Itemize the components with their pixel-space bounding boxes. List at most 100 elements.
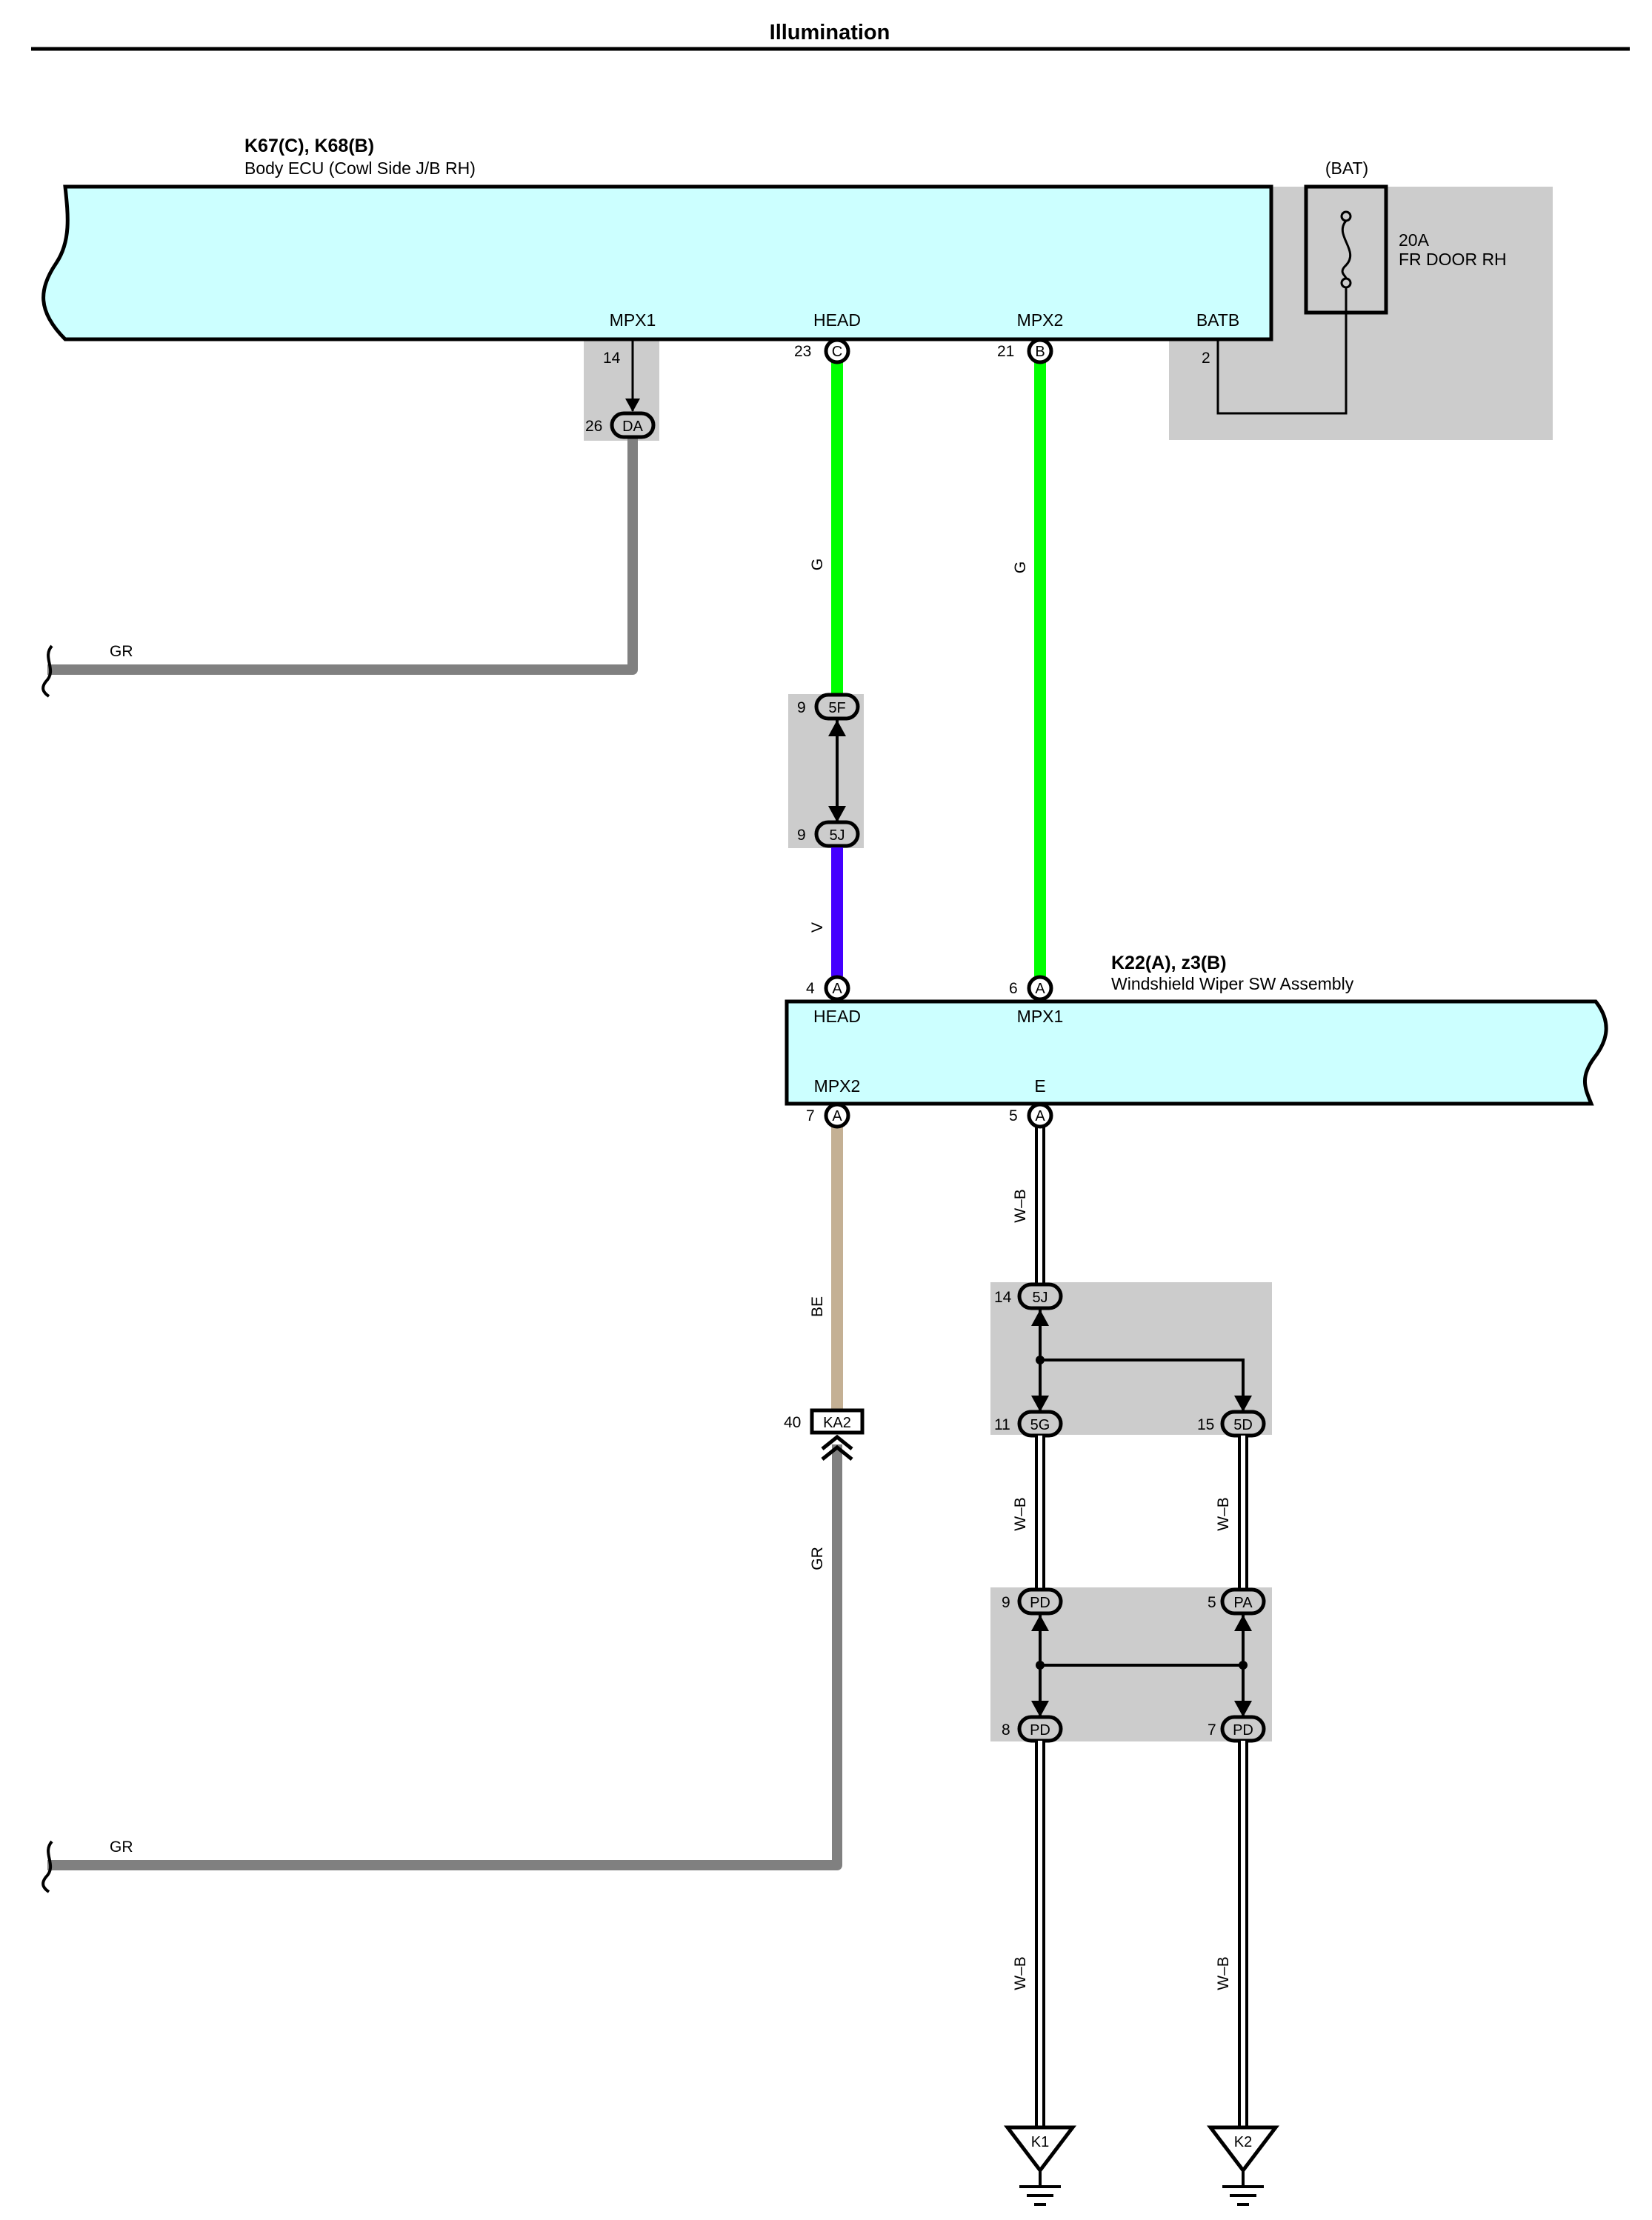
terminal-mpx2-sw-pin: 7	[806, 1107, 815, 1124]
terminal-mpx1-sw-conn: A	[1035, 981, 1045, 997]
connector-5j	[814, 820, 860, 848]
page-title: Illumination	[770, 21, 890, 44]
connector-pd1	[1017, 1587, 1063, 1616]
terminal-mpx2-ecu	[1027, 338, 1053, 364]
connector-5f-pin: 9	[797, 699, 806, 716]
arrow-down-icon	[1234, 1701, 1252, 1717]
connector-5d-pin: 15	[1197, 1416, 1214, 1433]
wire-gr-bottom	[47, 1444, 842, 1870]
arrow-down-icon	[625, 399, 640, 412]
connector-pa	[1220, 1587, 1266, 1616]
connector-ka2-pin: 40	[784, 1414, 801, 1431]
body-ecu-name: Body ECU (Cowl Side J/B RH)	[244, 159, 476, 178]
terminal-mpx2-sw	[824, 1102, 850, 1129]
fuse-source: (BAT)	[1325, 159, 1368, 178]
connector-5j-label: 5J	[829, 827, 845, 844]
terminal-head-ecu-pin: 23	[794, 343, 811, 360]
arrow-up-icon	[828, 720, 846, 736]
wire-label-v: V	[809, 922, 826, 933]
wire-label-wb-left-low: W–B	[1012, 1956, 1029, 1990]
connector-5g-pin: 11	[994, 1416, 1010, 1433]
fuse-terminal-top	[1340, 210, 1352, 222]
terminal-head-ecu-conn: C	[832, 344, 842, 360]
arrow-down-icon	[828, 806, 846, 822]
wire-label-wb-e: W–B	[1012, 1189, 1029, 1223]
sw-terminal-e: E	[1034, 1076, 1045, 1096]
wire-label-gr-bottom: GR	[110, 1839, 133, 1856]
fuse-icon	[1341, 220, 1352, 279]
ground-k1	[1003, 2125, 1077, 2174]
connector-pd2-pin: 8	[1002, 1721, 1010, 1739]
splice-dot	[1036, 1661, 1045, 1670]
ecu-terminal-mpx1: MPX1	[610, 310, 656, 330]
terminal-e-sw	[1027, 1102, 1053, 1129]
wire-label-wb-right-low: W–B	[1215, 1956, 1232, 1990]
wire-label-gr-vert: GR	[809, 1547, 826, 1570]
connector-5f-label: 5F	[828, 700, 845, 716]
ecu-terminal-mpx2: MPX2	[1017, 310, 1064, 330]
terminal-head-sw-conn: A	[832, 981, 842, 997]
ecu-terminal-batb: BATB	[1196, 310, 1239, 330]
wire-break-icon	[41, 1840, 53, 1893]
wire-label-be: BE	[809, 1296, 826, 1317]
connector-pd1-label: PD	[1030, 1595, 1050, 1611]
wire-break-icon	[41, 644, 53, 698]
connector-ka2	[810, 1408, 865, 1435]
terminal-e-sw-pin: 5	[1009, 1107, 1018, 1124]
connector-pd1-pin: 9	[1002, 1594, 1010, 1611]
wire-label-g-mpx: G	[1012, 561, 1029, 573]
ground-k1-label: K1	[1031, 2134, 1049, 2150]
arrow-down-icon	[1234, 1396, 1252, 1412]
connector-5j-b-pin: 14	[994, 1289, 1012, 1306]
arrow-down-icon	[1031, 1701, 1049, 1717]
splice-5j-branch	[1040, 1359, 1245, 1412]
ground-k2-label: K2	[1234, 2134, 1252, 2150]
batb-wire	[1216, 287, 1348, 415]
chevron-up-icon	[821, 1434, 853, 1450]
mpx1-pin: 14	[603, 350, 621, 367]
connector-5j-b	[1017, 1282, 1063, 1310]
terminal-e-sw-conn: A	[1035, 1108, 1045, 1124]
wiper-sw-code: K22(A), z3(B)	[1111, 953, 1227, 973]
arrow-up-icon	[1031, 1310, 1049, 1326]
connector-ka2-label: KA2	[823, 1415, 851, 1431]
terminal-mpx1-sw-pin: 6	[1009, 980, 1018, 997]
connector-pa-pin: 5	[1208, 1594, 1216, 1611]
ecu-terminal-head: HEAD	[813, 310, 861, 330]
wire-gr-top	[47, 437, 638, 675]
connector-5d-label: 5D	[1233, 1417, 1253, 1433]
wiper-sw-assembly	[785, 999, 1608, 1106]
terminal-mpx1-sw	[1027, 975, 1053, 1001]
connector-pd3-label: PD	[1233, 1722, 1253, 1739]
wire-label-wb-right-mid: W–B	[1215, 1497, 1232, 1531]
terminal-head-ecu	[824, 338, 850, 364]
sw-terminal-mpx1: MPX1	[1017, 1007, 1064, 1026]
fuse-rating: 20A	[1399, 230, 1430, 250]
chevron-up-icon	[821, 1444, 853, 1461]
fuse-name: FR DOOR RH	[1399, 250, 1507, 269]
wire-label-g-head: G	[809, 559, 826, 570]
sw-terminal-mpx2: MPX2	[814, 1076, 861, 1096]
arrow-up-icon	[1234, 1615, 1252, 1631]
connector-5j-pin: 9	[797, 827, 806, 844]
connector-da	[610, 411, 656, 439]
connector-da-pin: 26	[585, 418, 602, 435]
terminal-mpx2-sw-conn: A	[832, 1108, 842, 1124]
splice-dot	[1036, 1356, 1045, 1364]
ground-k2	[1206, 2125, 1280, 2174]
body-ecu	[41, 184, 1273, 341]
connector-5j-b-label: 5J	[1032, 1290, 1048, 1306]
splice-dot	[1239, 1661, 1248, 1670]
arrow-down-icon	[1031, 1396, 1049, 1412]
connector-5g-label: 5G	[1030, 1417, 1050, 1433]
body-ecu-code: K67(C), K68(B)	[244, 136, 374, 156]
wire-label-gr-top: GR	[110, 643, 133, 660]
terminal-head-sw	[824, 975, 850, 1001]
terminal-head-sw-pin: 4	[806, 980, 815, 997]
arrow-up-icon	[1031, 1615, 1049, 1631]
sw-terminal-head: HEAD	[813, 1007, 861, 1026]
wiper-sw-name: Windshield Wiper SW Assembly	[1111, 974, 1354, 993]
terminal-mpx2-ecu-pin: 21	[997, 343, 1014, 360]
wire-label-wb-left-mid: W–B	[1012, 1497, 1029, 1531]
